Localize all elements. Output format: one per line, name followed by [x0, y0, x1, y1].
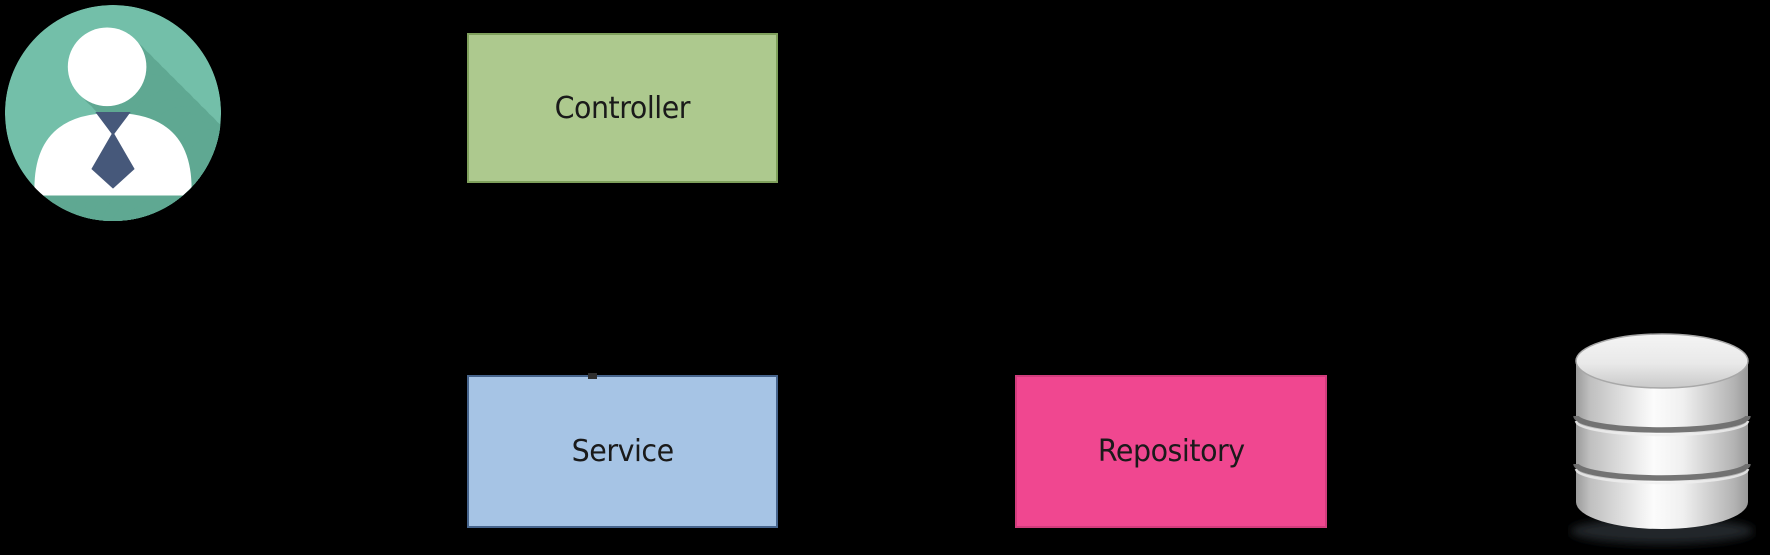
database-top-surface — [1575, 333, 1749, 389]
node-service: Service — [467, 375, 778, 528]
database-icon — [1570, 333, 1754, 544]
arrowhead-remnant — [588, 373, 597, 379]
node-controller-label: Controller — [554, 90, 691, 126]
node-repository-label: Repository — [1097, 434, 1245, 469]
user-icon — [4, 4, 222, 222]
node-controller: Controller — [467, 33, 778, 183]
database-body — [1576, 361, 1748, 529]
avatar-tie — [91, 112, 135, 189]
node-service-label: Service — [571, 434, 674, 469]
database-grooves — [1573, 415, 1751, 485]
node-repository: Repository — [1015, 375, 1327, 528]
